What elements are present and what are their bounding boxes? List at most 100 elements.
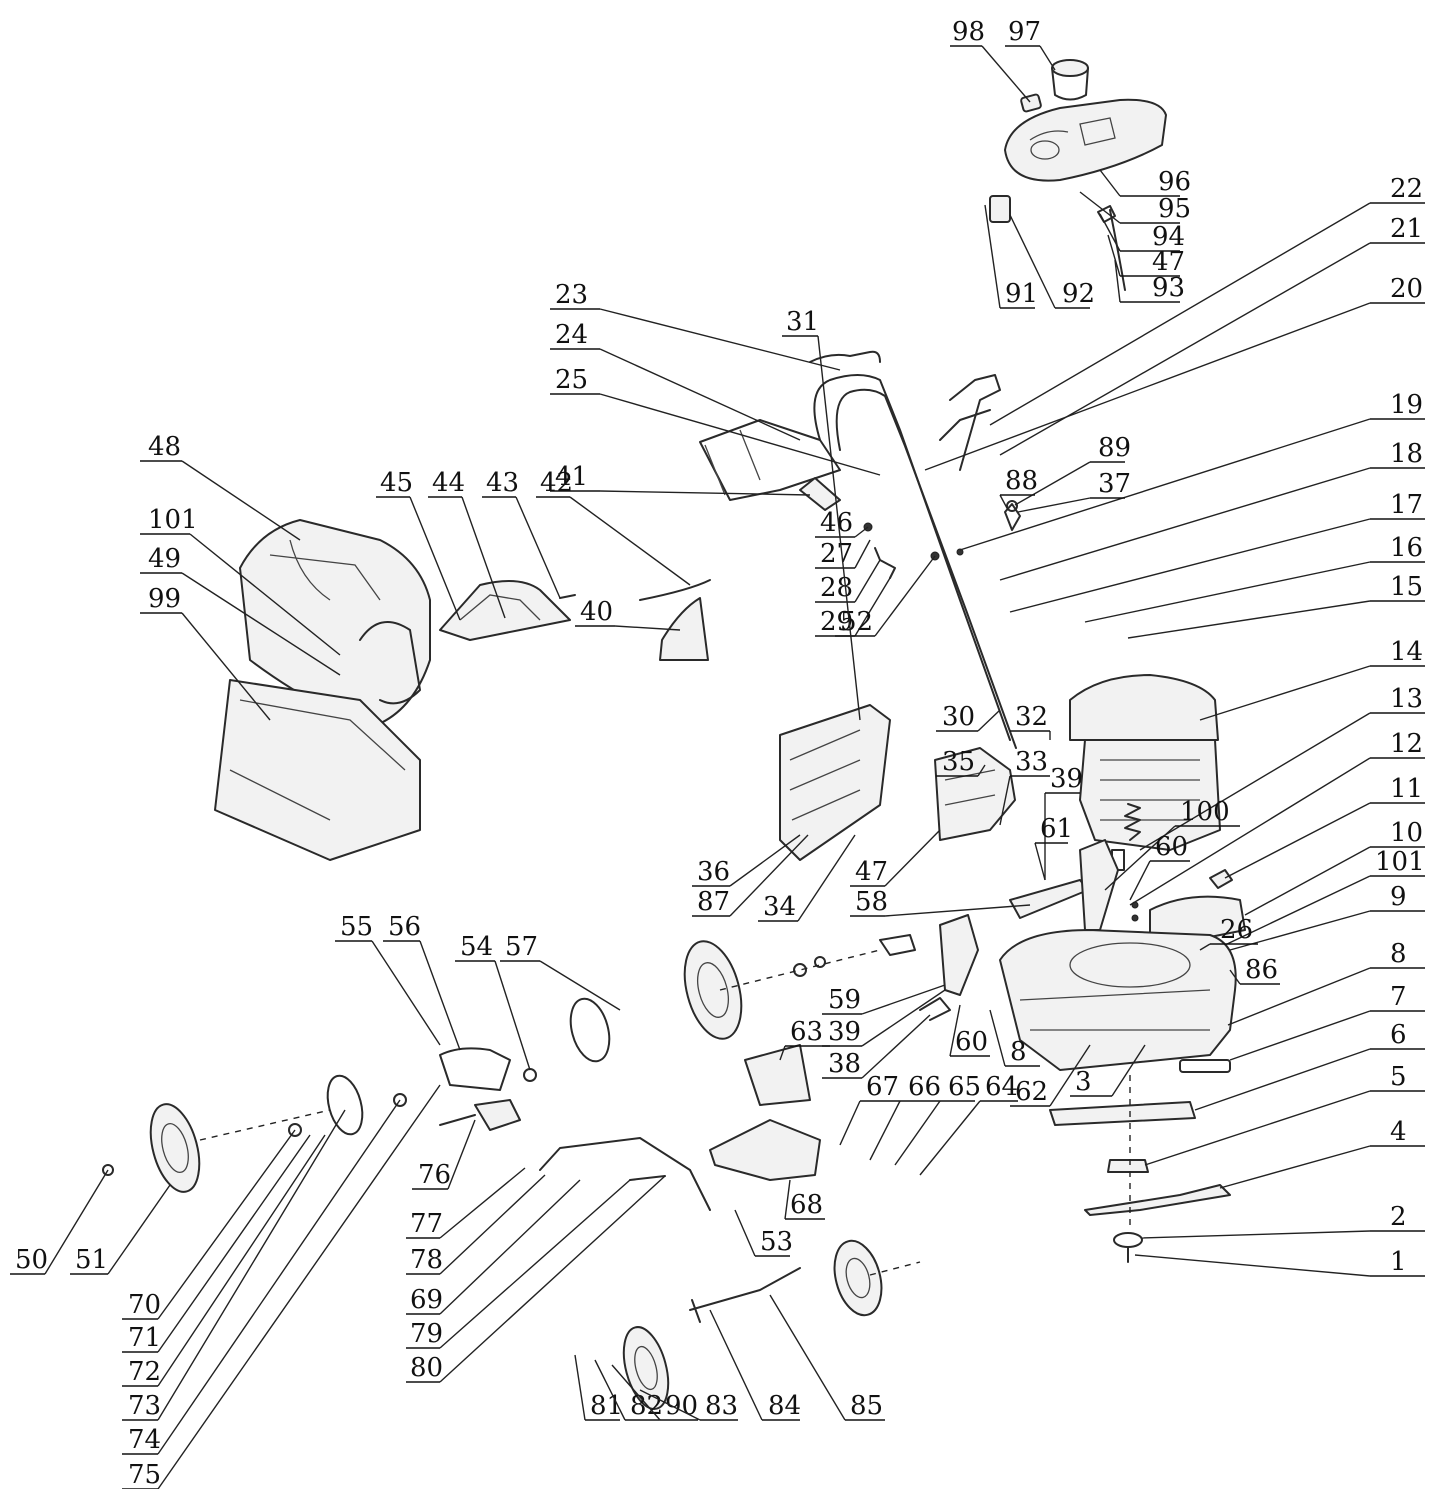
callout-leader-line bbox=[959, 418, 1371, 551]
callout-83: 83 bbox=[639, 1389, 738, 1421]
callout-leader-line bbox=[874, 555, 936, 637]
callout-leader-line bbox=[1009, 214, 1056, 309]
callout-101: 101 bbox=[1224, 847, 1425, 946]
callout-15: 15 bbox=[1127, 572, 1425, 639]
callout-leader-line bbox=[924, 302, 1371, 471]
callout-92: 92 bbox=[1009, 214, 1095, 309]
callout-leader-line bbox=[1009, 518, 1371, 613]
callout-85: 85 bbox=[769, 1294, 885, 1421]
callout-47: 47 bbox=[850, 829, 941, 887]
callout-16: 16 bbox=[1084, 533, 1425, 623]
callout-93: 93 bbox=[1114, 259, 1185, 303]
callout-36: 36 bbox=[692, 834, 801, 887]
callout-label: 78 bbox=[410, 1245, 443, 1275]
callout-label: 37 bbox=[1098, 469, 1131, 499]
callout-8: 8 bbox=[1227, 939, 1425, 1026]
callout-leader-line bbox=[515, 496, 561, 599]
callout-label: 13 bbox=[1390, 684, 1423, 714]
callout-label: 54 bbox=[460, 932, 493, 962]
callout-2: 2 bbox=[1141, 1202, 1425, 1239]
callout-label: 60 bbox=[1155, 832, 1188, 862]
callout-leader-line bbox=[1199, 665, 1371, 721]
callout-leader-line bbox=[1104, 825, 1176, 891]
callout-leader-line bbox=[1014, 461, 1091, 506]
callout-34: 34 bbox=[758, 834, 856, 922]
callout-label: 48 bbox=[148, 432, 181, 462]
callout-label: 98 bbox=[952, 17, 985, 47]
callout-94: 94 bbox=[1099, 213, 1185, 252]
callout-label: 58 bbox=[855, 887, 888, 917]
callout-86: 86 bbox=[1229, 955, 1280, 985]
callout-leader-line bbox=[611, 1364, 661, 1421]
callout-label: 64 bbox=[985, 1072, 1018, 1102]
callout-label: 60 bbox=[955, 1027, 988, 1057]
callout-75: 75 bbox=[122, 1084, 441, 1489]
callout-label: 97 bbox=[1008, 17, 1041, 47]
callout-leader-line bbox=[817, 335, 861, 721]
callout-leader-line bbox=[797, 834, 856, 922]
callout-label: 100 bbox=[1180, 797, 1230, 827]
callout-leader-line bbox=[439, 1175, 666, 1383]
callout-10: 10 bbox=[1244, 818, 1425, 916]
callout-leader-line bbox=[181, 460, 301, 541]
callout-label: 101 bbox=[1375, 847, 1425, 877]
callout-leader-line bbox=[949, 1004, 961, 1057]
callout-4: 4 bbox=[1219, 1117, 1425, 1189]
callout-41: 41 bbox=[550, 462, 811, 496]
rear-cover bbox=[779, 704, 1016, 861]
callout-label: 47 bbox=[1152, 247, 1185, 277]
callout-leader-line bbox=[461, 496, 506, 619]
callout-40: 40 bbox=[575, 597, 681, 631]
callout-leader-line bbox=[157, 1129, 296, 1320]
callout-59: 59 bbox=[822, 984, 946, 1015]
callout-28: 28 bbox=[815, 559, 881, 603]
blade-assembly bbox=[1049, 1101, 1231, 1263]
callout-label: 62 bbox=[1015, 1077, 1048, 1107]
callout-17: 17 bbox=[1009, 490, 1425, 613]
callout-leader-line bbox=[894, 1100, 941, 1166]
callout-leader-line bbox=[861, 989, 946, 1047]
callout-label: 57 bbox=[505, 932, 538, 962]
callout-27: 27 bbox=[815, 539, 871, 569]
callout-label: 101 bbox=[148, 505, 198, 535]
callout-leader-line bbox=[614, 625, 681, 631]
callout-leader-line bbox=[1244, 846, 1371, 916]
callout-leader-line bbox=[447, 1119, 476, 1190]
callout-label: 10 bbox=[1390, 818, 1423, 848]
drive-axle bbox=[102, 956, 826, 1176]
spring-and-hardware bbox=[1124, 803, 1233, 922]
callout-leader-line bbox=[1229, 969, 1241, 985]
handle-top-cover bbox=[989, 59, 1167, 291]
callout-44: 44 bbox=[428, 468, 506, 619]
callout-leader-line bbox=[1199, 943, 1211, 951]
callout-leader-line bbox=[981, 45, 1031, 103]
callout-label: 71 bbox=[128, 1323, 161, 1353]
callout-53: 53 bbox=[734, 1209, 793, 1257]
callout-label: 94 bbox=[1152, 222, 1185, 252]
callout-69: 69 bbox=[406, 1179, 581, 1315]
callout-label: 34 bbox=[763, 892, 796, 922]
callout-label: 1 bbox=[1390, 1247, 1407, 1277]
callout-label: 53 bbox=[760, 1227, 793, 1257]
callout-leader-line bbox=[884, 829, 941, 887]
callout-99: 99 bbox=[140, 584, 271, 721]
callout-66: 66 bbox=[869, 1072, 941, 1161]
callout-51: 51 bbox=[70, 1184, 171, 1275]
callout-label: 69 bbox=[410, 1285, 443, 1315]
callout-label: 4 bbox=[1390, 1117, 1407, 1147]
callout-101: 101 bbox=[140, 505, 341, 656]
callout-leader-line bbox=[1111, 1044, 1146, 1097]
callout-label: 18 bbox=[1390, 439, 1423, 469]
callout-leader-line bbox=[594, 1359, 626, 1421]
callout-leader-line bbox=[439, 1179, 631, 1349]
callout-6: 6 bbox=[1194, 1020, 1425, 1111]
callout-label: 33 bbox=[1015, 747, 1048, 777]
callout-leader-line bbox=[1129, 860, 1151, 901]
callout-label: 75 bbox=[128, 1460, 161, 1489]
callout-leader-line bbox=[709, 1309, 763, 1421]
callout-79: 79 bbox=[406, 1179, 631, 1349]
callout-label: 61 bbox=[1040, 814, 1073, 844]
callout-55: 55 bbox=[335, 912, 441, 1046]
callout-leader-line bbox=[1039, 45, 1056, 71]
callout-84: 84 bbox=[709, 1309, 801, 1421]
